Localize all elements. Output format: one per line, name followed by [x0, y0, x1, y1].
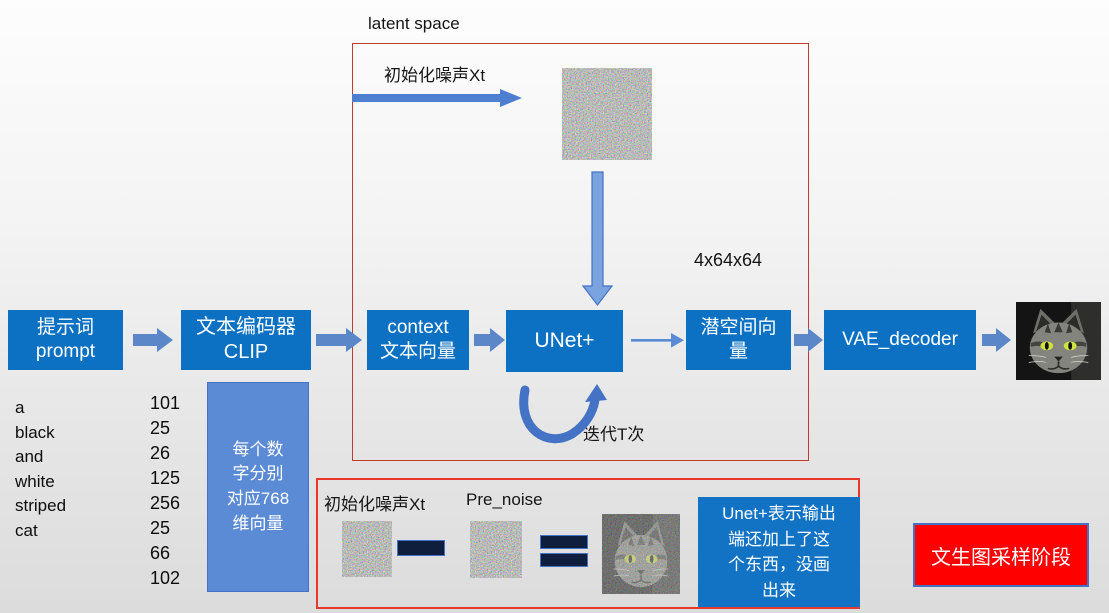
context-box-line2: 文本向量	[379, 341, 456, 362]
token-id: 25	[150, 418, 171, 438]
stage-badge-label: 文生图采样阶段	[931, 546, 1071, 569]
token-id: 102	[150, 568, 181, 588]
vae-box-label: VAE_decoder	[842, 329, 958, 351]
token-id-list: 101 25 26 125 256 25 66 102	[150, 391, 180, 591]
prompt-word: cat	[15, 520, 38, 540]
clip-box-line1: 文本编码器	[196, 316, 296, 338]
noise-image-xt	[342, 521, 392, 577]
iterate-label: 迭代T次	[583, 425, 645, 444]
prompt-word: a	[15, 398, 25, 417]
token-id: 101	[150, 393, 181, 413]
latent-space-panel	[352, 43, 809, 461]
token-id: 256	[150, 493, 181, 513]
embedding-note-line4: 维向量	[232, 513, 284, 533]
unet-note-line4: 出来	[762, 580, 796, 600]
clip-box-line2: CLIP	[223, 341, 269, 363]
context-box-line1: context	[387, 317, 449, 339]
embedding-note-line3: 对应768	[226, 489, 290, 508]
prompt-box: 提示词 prompt	[8, 310, 123, 370]
token-id: 125	[150, 468, 181, 488]
arrow-vae-to-image-icon	[982, 328, 1011, 352]
prompt-word: striped	[15, 496, 67, 515]
pre-noise-label: Pre_noise	[466, 490, 543, 509]
prompt-box-line1: 提示词	[36, 317, 94, 339]
init-noise-label-top: 初始化噪声Xt	[384, 66, 486, 85]
noise-image-top	[562, 68, 652, 160]
unet-note-line2: 端还加上了这	[728, 529, 830, 549]
prompt-word: white	[15, 471, 55, 491]
latent-vector-box: 潜空间向 量	[686, 310, 791, 370]
equals-icon	[540, 553, 588, 567]
noise-image-pre	[470, 521, 522, 578]
prompt-box-line2: prompt	[35, 341, 96, 362]
token-id: 25	[150, 518, 171, 538]
unet-box: UNet+	[506, 310, 623, 372]
unet-note-box: Unet+表示输出 端还加上了这 个东西，没画 出来	[698, 497, 860, 607]
embedding-note-line1: 每个数	[232, 439, 284, 459]
token-id: 26	[150, 443, 171, 463]
prompt-word: and	[15, 447, 44, 466]
unet-box-label: UNet+	[534, 328, 595, 352]
unet-note-line3: 个东西，没画	[728, 555, 830, 574]
output-cat-image	[1016, 302, 1101, 380]
latent-box-line1: 潜空间向	[700, 317, 777, 339]
prompt-word: black	[15, 422, 55, 442]
arrow-prompt-to-clip-icon	[133, 328, 173, 352]
unet-note-line1: Unet+表示输出	[722, 504, 836, 523]
equals-icon	[540, 535, 588, 549]
context-vector-box: context 文本向量	[367, 310, 469, 370]
token-id: 66	[150, 543, 171, 563]
latent-space-label: latent space	[368, 14, 460, 33]
embedding-note-line2: 字分别	[232, 464, 284, 484]
clip-encoder-box: 文本编码器 CLIP	[181, 310, 311, 370]
stage-badge: 文生图采样阶段	[913, 523, 1089, 587]
init-noise-label-bottom: 初始化噪声Xt	[324, 495, 426, 514]
noisy-cat-image	[602, 514, 680, 594]
embedding-note-box: 每个数 字分别 对应768 维向量	[207, 382, 309, 592]
latent-box-line2: 量	[728, 341, 748, 362]
vae-decoder-box: VAE_decoder	[824, 310, 976, 370]
prompt-word-list: a black and white striped cat	[15, 396, 66, 543]
minus-icon	[397, 540, 445, 556]
tensor-dims-label: 4x64x64	[694, 250, 763, 270]
